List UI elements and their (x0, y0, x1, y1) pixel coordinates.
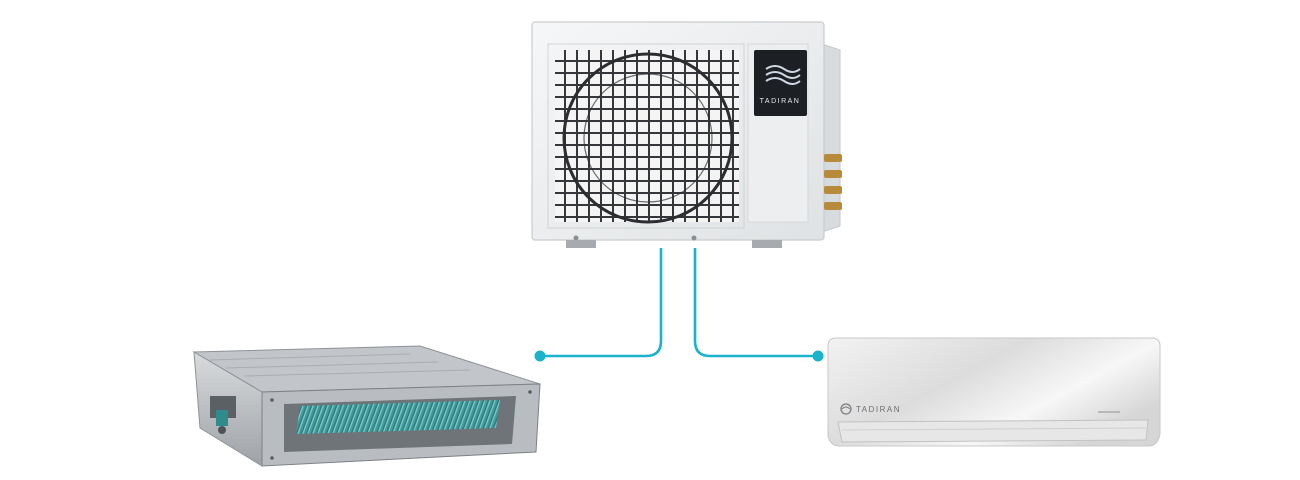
pipe-to-ducted-unit (540, 248, 663, 358)
ducted-unit (192, 345, 541, 467)
pipe-end-dot-split (812, 350, 824, 362)
fan-guard-icon (562, 52, 734, 224)
wall-split-unit: TADIRAN (827, 337, 1161, 447)
tadiran-circle-logo-icon (840, 403, 852, 415)
service-valves-icon (824, 154, 842, 210)
wall-split-brand-label: TADIRAN (856, 405, 901, 414)
outdoor-unit-brand-label: TADIRAN (760, 98, 801, 105)
control-box-icon (210, 396, 236, 434)
tadiran-wave-logo-icon (754, 50, 807, 116)
wall-split-casing (827, 337, 1161, 447)
outdoor-unit: TADIRAN (531, 21, 842, 248)
wall-split-louvre (837, 419, 1149, 443)
ducted-unit-coil (296, 400, 500, 434)
pipe-to-wall-split (693, 248, 818, 358)
pipe-end-dot-ducted (534, 350, 546, 362)
refrigerant-pipes (534, 248, 824, 362)
